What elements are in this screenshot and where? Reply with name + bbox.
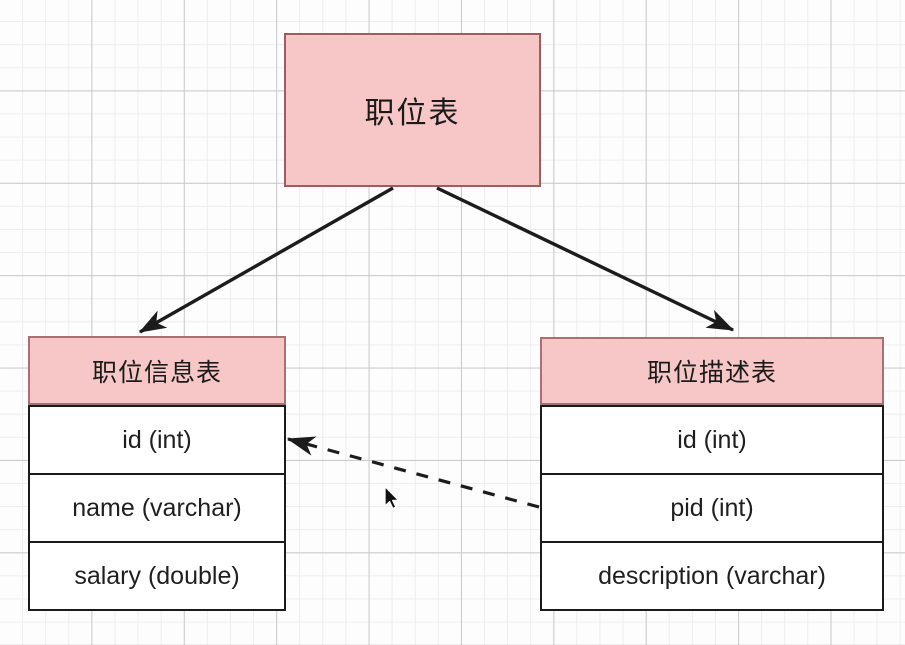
table-row[interactable]: name (varchar) bbox=[30, 473, 284, 541]
table-row[interactable]: salary (double) bbox=[30, 541, 284, 609]
cursor-arrow-icon bbox=[384, 485, 400, 510]
table-row[interactable]: id (int) bbox=[30, 405, 284, 473]
entity-box-job-table-title: 职位表 bbox=[364, 96, 461, 131]
entity-box-job-table[interactable]: 职位表 bbox=[284, 33, 541, 187]
pid-to-id-foreign-key-arrow bbox=[286, 436, 540, 509]
field-label: salary (double) bbox=[74, 561, 240, 590]
field-label: id (int) bbox=[677, 425, 747, 454]
entity-table-job-description[interactable]: 职位描述表 id (int) pid (int) description (va… bbox=[540, 337, 884, 611]
field-label: pid (int) bbox=[670, 493, 754, 522]
entity-table-job-info[interactable]: 职位信息表 id (int) name (varchar) salary (do… bbox=[28, 336, 286, 611]
root-to-job-description-arrow bbox=[436, 186, 735, 332]
mouse-cursor bbox=[383, 485, 403, 518]
table-row[interactable]: pid (int) bbox=[542, 473, 882, 541]
entity-table-job-info-title: 职位信息表 bbox=[91, 357, 222, 387]
field-label: name (varchar) bbox=[72, 493, 242, 522]
root-to-job-info-arrow bbox=[138, 186, 394, 334]
field-label: description (varchar) bbox=[598, 561, 826, 590]
entity-table-job-info-header: 职位信息表 bbox=[28, 336, 286, 405]
table-row[interactable]: id (int) bbox=[542, 405, 882, 473]
entity-table-job-description-title: 职位描述表 bbox=[646, 358, 777, 387]
entity-table-job-description-header: 职位描述表 bbox=[540, 337, 884, 405]
field-label: id (int) bbox=[122, 425, 192, 454]
table-row[interactable]: description (varchar) bbox=[542, 541, 882, 609]
